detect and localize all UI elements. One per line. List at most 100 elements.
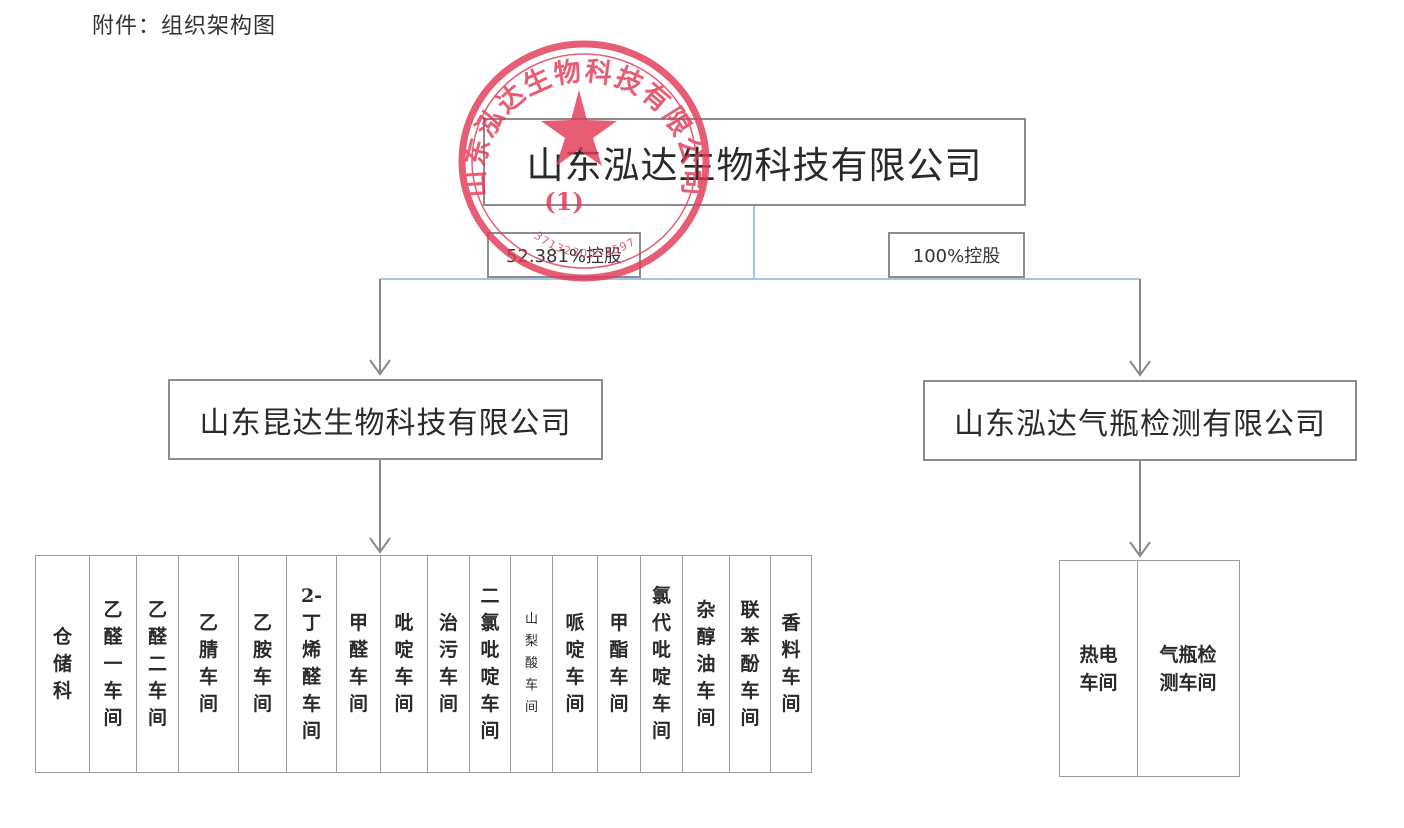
department-label-char: 联: [740, 598, 760, 621]
department-label-char: 醛: [348, 639, 368, 661]
department-label-char: 醛: [147, 625, 167, 648]
department-label-line: 车间: [1079, 671, 1118, 694]
department-label-char: 山: [524, 612, 538, 627]
department-label-char: 科: [52, 679, 72, 702]
department-cell: 山梨酸车间: [511, 556, 553, 772]
department-label-char: 乙: [147, 598, 167, 621]
department-cell: 联苯酚车间: [730, 556, 771, 772]
department-label-char: 醛: [103, 625, 123, 648]
department-label-char: 污: [438, 639, 458, 661]
department-label: 香料车间: [781, 610, 800, 718]
department-label-char: 储: [52, 652, 72, 675]
department-label-char: 间: [781, 693, 801, 715]
department-label: 甲酯车间: [609, 610, 628, 718]
department-label-char: 氯: [480, 612, 500, 634]
department-label-char: 丁: [301, 612, 321, 634]
department-label: 乙腈车间: [199, 610, 218, 718]
department-cell: 乙醛二车间: [137, 556, 179, 772]
department-label-char: 间: [609, 693, 629, 715]
department-label-char: 吡: [651, 639, 671, 661]
department-label-char: 乙: [252, 612, 272, 634]
department-label-char: 车: [651, 693, 671, 715]
department-label-char: 车: [740, 679, 760, 702]
department-cell: 哌啶车间: [553, 556, 598, 772]
department-label-char: 杂: [696, 598, 716, 621]
department-label-line: 热电: [1079, 643, 1118, 666]
department-label-char: 间: [565, 693, 585, 715]
department-label-char: 车: [198, 666, 218, 688]
department-cell: 乙腈车间: [179, 556, 239, 772]
department-label: 吡啶车间: [394, 610, 413, 718]
department-label-char: 间: [696, 706, 716, 729]
department-label-char: 车: [348, 666, 368, 688]
department-label-char: 油: [696, 652, 716, 675]
arrowhead-right: [1129, 360, 1151, 377]
seal-number: (1): [544, 187, 584, 216]
department-label-char: 乙: [103, 598, 123, 621]
department-label-char: 烯: [301, 639, 321, 661]
department-label: 哌啶车间: [565, 610, 584, 718]
department-label-char: 一: [103, 652, 123, 675]
department-label-char: 间: [524, 700, 538, 715]
department-label-char: 仓: [52, 625, 72, 648]
department-cell: 乙醛一车间: [90, 556, 137, 772]
department-label-char: 间: [394, 693, 414, 715]
department-label-char: 间: [438, 693, 458, 715]
page-caption: 附件：组织架构图: [92, 14, 277, 39]
department-label-char: 甲: [348, 612, 368, 634]
department-label: 二氯吡啶车间: [480, 583, 499, 745]
department-label-char: 治: [438, 612, 458, 634]
department-cell: 热电 车间: [1060, 561, 1138, 776]
department-label-char: 料: [781, 639, 801, 661]
department-label-char: 车: [438, 666, 458, 688]
department-cell: 吡啶车间: [381, 556, 428, 772]
department-label-line: 测车间: [1159, 671, 1217, 694]
department-label-char: 车: [252, 666, 272, 688]
department-cell: 杂醇油车间: [683, 556, 730, 772]
department-cell: 二氯吡啶车间: [470, 556, 511, 772]
department-label: 氯代吡啶车间: [652, 583, 671, 745]
subsidiary-box-kunda: 山东昆达生物科技有限公司: [168, 379, 603, 460]
department-label-char: 腈: [198, 639, 218, 661]
department-label: 联苯酚车间: [740, 597, 759, 732]
department-label-char: 车: [781, 666, 801, 688]
department-label: 乙醛一车间: [103, 597, 122, 732]
department-label: 气瓶检 测车间: [1159, 641, 1216, 697]
department-label: 乙醛二车间: [148, 597, 167, 732]
stake-label-qiping: 100%控股: [888, 232, 1025, 278]
arrowhead-kunda: [369, 537, 391, 554]
arrowhead-qiping: [1129, 541, 1151, 558]
department-label-char: 乙: [198, 612, 218, 634]
department-label-char: 二: [480, 585, 500, 607]
department-label-char: 间: [301, 720, 321, 742]
department-cell: 治污车间: [428, 556, 470, 772]
department-label-char: 间: [147, 706, 167, 729]
department-label-char: 酸: [524, 656, 538, 671]
department-cell: 氯代吡啶车间: [641, 556, 683, 772]
department-label-char: 间: [480, 720, 500, 742]
department-label-char: 间: [198, 693, 218, 715]
department-label: 杂醇油车间: [696, 597, 715, 732]
department-label-char: 醇: [696, 625, 716, 648]
department-label: 仓储科: [53, 624, 72, 705]
department-cell: 香料车间: [771, 556, 811, 772]
kunda-departments-row: 仓储科 乙醛一车间 乙醛二车间 乙腈车间 乙胺车间 2-丁烯醛车间 甲醛车间 吡…: [35, 555, 812, 773]
department-label-char: 吡: [394, 612, 414, 634]
department-label-char: 吡: [480, 639, 500, 661]
department-label: 热电 车间: [1079, 641, 1117, 697]
department-label-char: 车: [103, 679, 123, 702]
department-label-char: 间: [740, 706, 760, 729]
department-cell: 甲醛车间: [337, 556, 381, 772]
department-label-char: 车: [524, 678, 538, 693]
department-label-char: 苯: [740, 625, 760, 648]
department-label-char: 梨: [524, 634, 538, 649]
arrowhead-left: [369, 359, 391, 376]
department-cell: 2-丁烯醛车间: [287, 556, 337, 772]
department-cell: 气瓶检 测车间: [1138, 561, 1238, 776]
department-label-char: 车: [394, 666, 414, 688]
department-label-char: 啶: [394, 639, 414, 661]
department-label-char: 啶: [651, 666, 671, 688]
department-label-char: 间: [651, 720, 671, 742]
department-label-char: 啶: [480, 666, 500, 688]
department-label-char: 间: [103, 706, 123, 729]
